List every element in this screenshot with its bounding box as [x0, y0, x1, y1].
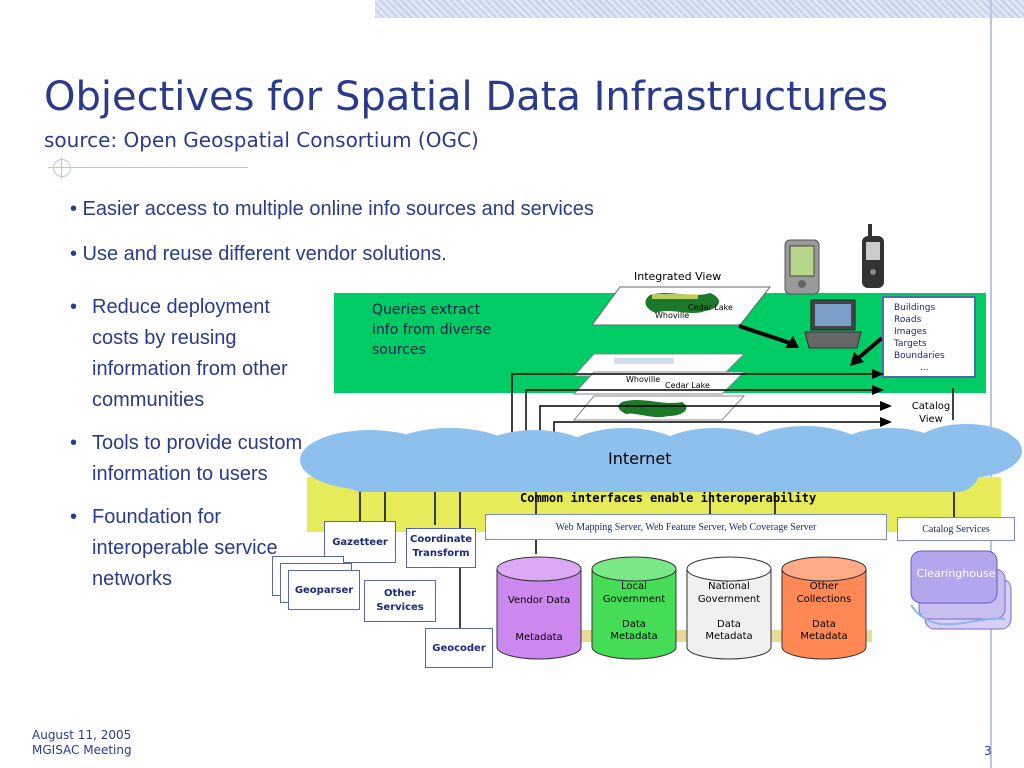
gps-handheld-icon	[862, 224, 884, 288]
other-services-box: Other Services	[364, 580, 436, 622]
bullet-dot: •	[70, 296, 78, 318]
bullet-dot: •	[70, 506, 78, 528]
catalog-item-buildings: Buildings	[894, 303, 936, 313]
internet-label: Internet	[608, 449, 672, 468]
catalog-item-boundaries: Boundaries	[894, 351, 945, 361]
crosshair-circle	[53, 159, 71, 177]
catalog-item-images: Images	[894, 327, 927, 337]
catalog-item-roads: Roads	[894, 315, 922, 325]
arrow-into-laptop	[738, 324, 799, 348]
cylinder-other-collections-metadata: Metadata	[800, 631, 848, 642]
cylinder-national-gov-sub: Data	[717, 619, 741, 630]
common-interfaces-label: Common interfaces enable interoperabilit…	[520, 491, 817, 505]
bullet-item: • Foundation for interoperable service n…	[70, 502, 315, 595]
web-servers-box: Web Mapping Server, Web Feature Server, …	[485, 514, 887, 540]
footer-date: August 11, 2005	[32, 728, 132, 742]
cylinder-vendor-metadata: Metadata	[515, 632, 563, 643]
data-cylinders	[496, 556, 867, 660]
cedar-lake-label: Cedar Lake	[688, 303, 733, 312]
clearinghouse-stack	[910, 550, 1012, 630]
right-vertical-rule	[990, 0, 992, 768]
integrated-map-layer	[591, 286, 772, 326]
laptop-icon	[804, 299, 862, 349]
header-hatch-band	[375, 0, 1024, 18]
cylinder-national-gov-label: National Government	[697, 581, 761, 605]
bullet-text: Reduce deployment costs by reusing infor…	[92, 296, 288, 411]
pda-icon	[784, 239, 820, 295]
cylinder-local-gov-label: Local Government	[602, 581, 666, 605]
catalog-item-targets: Targets	[894, 339, 927, 349]
cylinder-other-collections-label: Other Collections	[796, 581, 852, 605]
bullet-item: • Reduce deployment costs by reusing inf…	[70, 292, 315, 416]
catalog-results-box: Buildings Roads Images Targets Boundarie…	[882, 296, 976, 378]
geocoder-box: Geocoder	[425, 628, 493, 668]
catalog-view-label: Catalog View	[911, 401, 951, 425]
coordinate-transform-box: Coordinate Transform	[406, 528, 476, 568]
clearinghouse-label: Clearinghouse	[916, 567, 996, 580]
slide-title: Objectives for Spatial Data Infrastructu…	[44, 74, 889, 120]
catalog-item-more: ...	[920, 363, 929, 373]
title-underline-rule	[48, 167, 248, 168]
bullet-reuse-vendor: • Use and reuse different vendor solutio…	[70, 243, 447, 265]
internet-cloud	[340, 446, 980, 492]
slide-subtitle: source: Open Geospatial Consortium (OGC)	[44, 128, 479, 152]
cylinder-local-gov-sub: Data	[622, 619, 646, 630]
bullet-item: • Tools to provide custom information to…	[70, 428, 315, 490]
cylinder-local-gov-metadata: Metadata	[610, 631, 658, 642]
whoville-label: Whoville	[655, 311, 690, 320]
page-number: 3	[984, 744, 992, 758]
layer-cedar-lake-label: Cedar Lake	[665, 381, 710, 390]
footer-event: MGISAC Meeting	[32, 743, 132, 757]
catalog-services-box: Catalog Services	[897, 517, 1015, 541]
integrated-view-label: Integrated View	[634, 270, 722, 283]
stacked-data-layers	[572, 353, 746, 421]
bullet-dot: •	[70, 432, 78, 454]
gazetteer-box: Gazetteer	[324, 521, 396, 563]
bullet-text: Foundation for interoperable service net…	[92, 506, 278, 590]
cylinder-other-collections-sub: Data	[812, 619, 836, 630]
cylinder-vendor-label: Vendor Data	[507, 595, 571, 606]
geoparser-box: Geoparser	[288, 570, 360, 610]
objectives-bullet-list: • Reduce deployment costs by reusing inf…	[70, 292, 315, 607]
cylinder-national-gov-metadata: Metadata	[705, 631, 753, 642]
arrow-from-catalog	[850, 336, 884, 366]
queries-text: Queries extract info from diverse source…	[372, 302, 492, 358]
bullet-easier-access: • Easier access to multiple online info …	[70, 198, 594, 220]
bullet-text: Tools to provide custom information to u…	[92, 432, 303, 485]
layer-whoville-label: Whoville	[626, 375, 661, 384]
